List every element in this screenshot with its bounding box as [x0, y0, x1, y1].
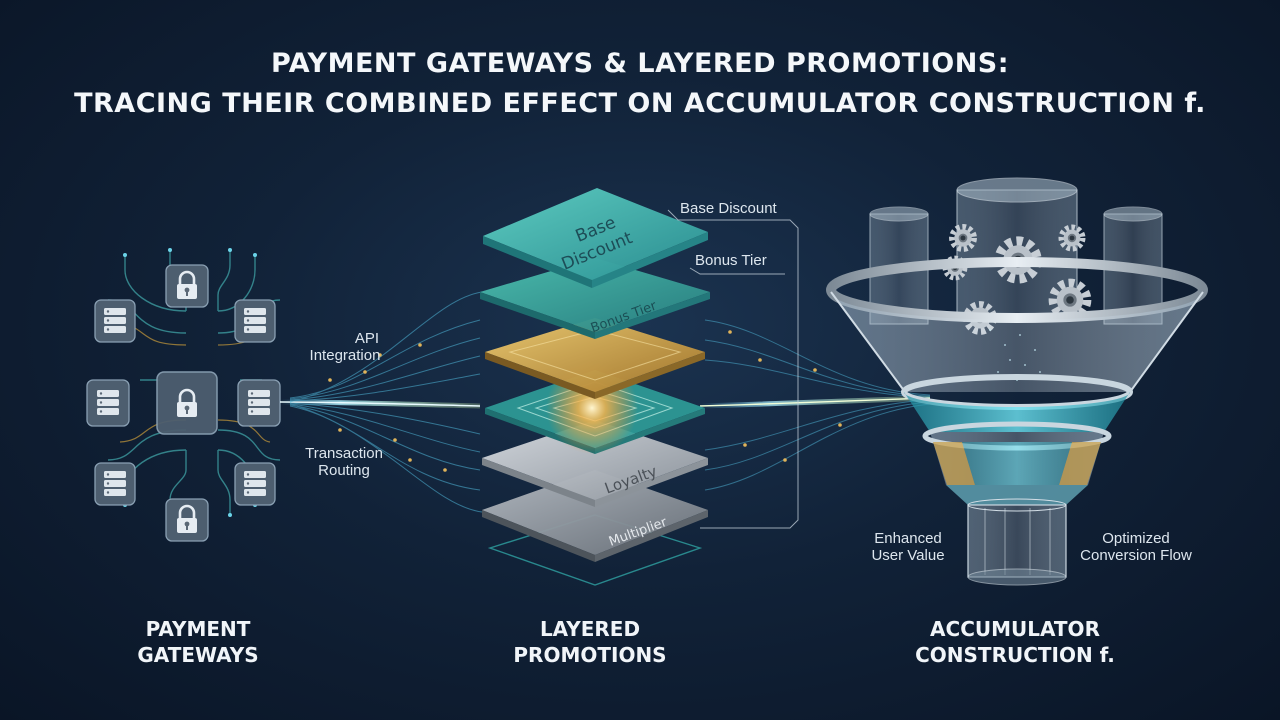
layer-loyalty: [482, 420, 708, 507]
gateway-node-top: [165, 264, 209, 308]
title-line-1: PAYMENT GATEWAYS & LAYERED PROMOTIONS:: [270, 48, 1010, 79]
server-icon: [244, 308, 266, 333]
caption-promotions-line-1: LAYERED: [539, 617, 641, 641]
transaction-routing-label: Transaction Routing: [298, 445, 390, 479]
layer-gold: [485, 318, 705, 399]
layer-base-discount: [483, 188, 708, 288]
enhanced-user-value-label: Enhanced User Value: [860, 530, 956, 564]
caption-accumulator-construction: ACCUMULATOR CONSTRUCTION f.: [900, 616, 1130, 668]
server-node-bottom-right: [234, 462, 276, 506]
caption-payment-gateways: PAYMENT GATEWAYS: [118, 616, 278, 668]
flow-label-line-2: Conversion Flow: [1080, 547, 1192, 564]
caption-layered-promotions: LAYERED PROMOTIONS: [500, 616, 680, 668]
flow-label-line-1: Optimized: [1102, 530, 1170, 547]
api-integration-label: API Integration: [300, 330, 390, 364]
value-label-line-1: Enhanced: [874, 530, 942, 547]
promotion-stack: [480, 188, 710, 586]
server-icon: [97, 390, 119, 415]
routing-label-line-1: Transaction: [305, 445, 383, 462]
server-icon: [104, 308, 126, 333]
server-icon: [248, 390, 270, 415]
callout-lines: [667, 209, 799, 529]
server-node-mid-left: [86, 379, 130, 427]
routing-label-line-2: Routing: [318, 462, 370, 479]
server-node-top-right: [234, 299, 276, 343]
title-line-2: TRACING THEIR COMBINED EFFECT ON ACCUMUL…: [74, 88, 1206, 119]
server-node-bottom-left: [94, 462, 136, 506]
server-icon: [244, 471, 266, 496]
caption-accumulator-line-2: CONSTRUCTION f.: [915, 643, 1115, 667]
callout-base-discount: Base Discount: [680, 200, 777, 217]
server-node-top-left: [94, 299, 136, 343]
caption-promotions-line-2: PROMOTIONS: [513, 643, 667, 667]
gateway-node-bottom: [165, 498, 209, 542]
accumulator-funnel: [826, 177, 1208, 586]
caption-gateways-line-2: GATEWAYS: [137, 643, 259, 667]
gateway-center-node: [156, 371, 218, 435]
data-stream-left: [279, 291, 483, 513]
caption-gateways-line-1: PAYMENT: [145, 617, 251, 641]
optimized-conversion-label: Optimized Conversion Flow: [1074, 530, 1198, 564]
api-label-line-2: Integration: [309, 347, 381, 364]
server-node-mid-right: [237, 379, 281, 427]
layer-bonus-tier: [480, 258, 710, 339]
data-stream-right: [699, 319, 931, 491]
value-label-line-2: User Value: [871, 547, 945, 564]
server-icon: [104, 471, 126, 496]
caption-accumulator-line-1: ACCUMULATOR: [930, 617, 1100, 641]
api-label-line-1: API: [354, 330, 380, 347]
callout-bonus-tier: Bonus Tier: [695, 252, 767, 269]
layer-multiplier: [482, 470, 708, 562]
